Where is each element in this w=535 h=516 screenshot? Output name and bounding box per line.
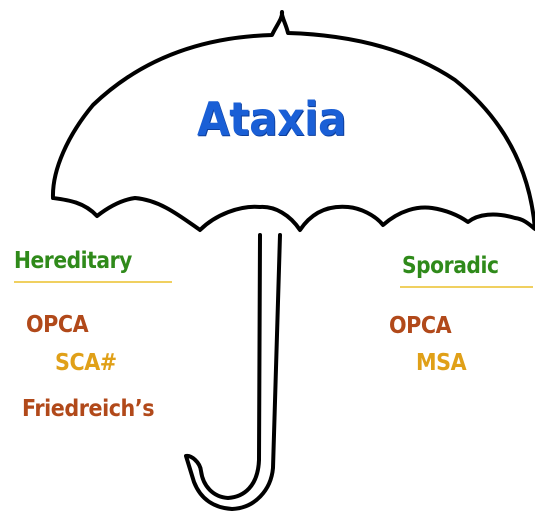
hereditary-item-sca: SCA# — [55, 350, 117, 376]
hereditary-item-opca: OPCA — [26, 312, 88, 338]
sporadic-item-opca: OPCA — [389, 313, 451, 339]
sporadic-item-msa: MSA — [416, 350, 466, 376]
umbrella-handle — [186, 235, 280, 509]
category-hereditary: Hereditary — [14, 248, 132, 274]
diagram-title: Ataxia — [197, 92, 346, 146]
category-underline — [14, 281, 172, 283]
category-sporadic: Sporadic — [402, 253, 499, 279]
category-underline — [400, 286, 533, 288]
hereditary-item-friedreichs: Friedreich’s — [22, 396, 154, 422]
